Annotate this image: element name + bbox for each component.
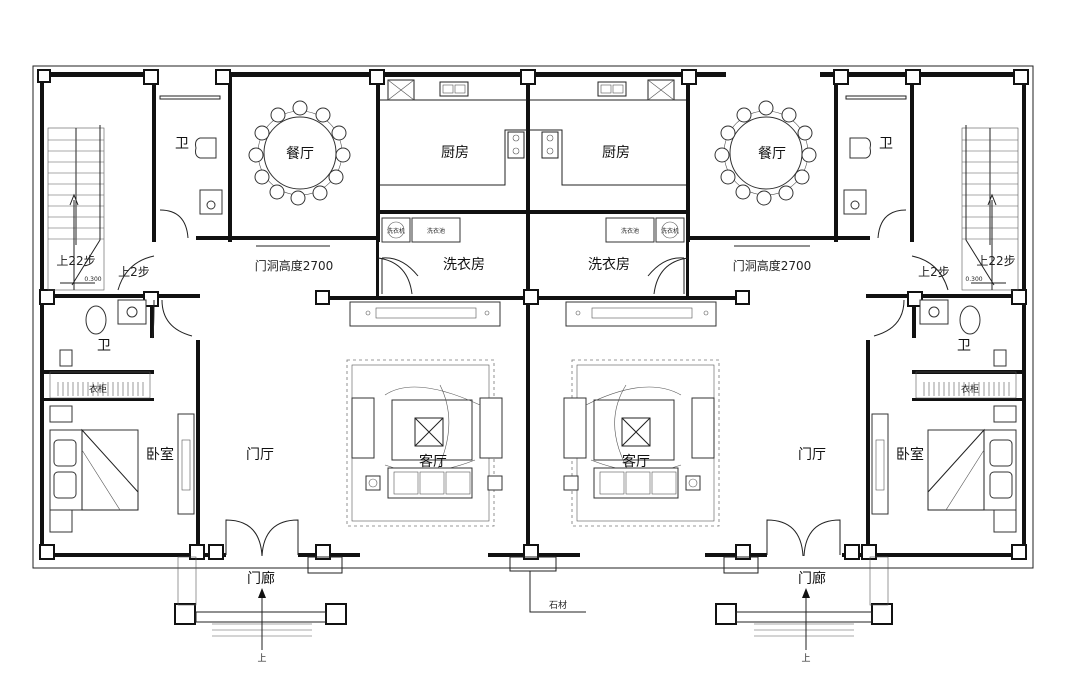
tv-cabinets: [349, 301, 717, 327]
interior-walls: [40, 77, 1026, 555]
label-washer-right: 洗衣机: [661, 227, 679, 235]
label-bath-top-right: 卫: [879, 136, 893, 152]
note-door-height-left: 门洞高度2700: [255, 258, 334, 273]
bath-mid-left: [59, 299, 155, 367]
label-dining-left: 餐厅: [286, 146, 314, 162]
bath-top-left: [159, 95, 223, 239]
label-bath-mid-left: 卫: [97, 338, 111, 354]
stone-step-center: [509, 556, 586, 613]
label-bath-top-left: 卫: [175, 136, 189, 152]
label-wardrobe-right: 衣柜: [961, 383, 979, 395]
note-stairs-22-left: 上22步: [56, 254, 95, 268]
note-stairs-2-right: 上2步: [918, 265, 950, 279]
label-wardrobe-left: 衣柜: [89, 383, 107, 395]
note-stairs-22-right: 上22步: [976, 254, 1015, 268]
note-step-dim-right: 0.300: [965, 276, 982, 283]
label-kitchen-left: 厨房: [441, 145, 469, 161]
kitchen-left-counter: [380, 79, 527, 186]
dining-table-left: [248, 100, 351, 206]
stair-right: [961, 125, 1019, 291]
note-door-height-right: 门洞高度2700: [733, 258, 812, 273]
bath-top-right: [843, 95, 907, 239]
bedroom-right: [871, 371, 1017, 533]
label-foyer-right: 门厅: [798, 447, 826, 463]
stair-left: [47, 125, 105, 291]
label-foyer-left: 门厅: [246, 447, 274, 463]
dining-table-right: [714, 100, 817, 206]
columns: [37, 69, 1029, 625]
label-living-left: 客厅: [419, 453, 447, 470]
living-left-furniture: [346, 359, 503, 527]
label-dining-right: 餐厅: [758, 146, 786, 162]
living-right-furniture: [563, 359, 720, 527]
note-up-right: 上: [801, 653, 810, 664]
porch-left: [177, 556, 343, 650]
label-porch-left: 门廊: [247, 570, 275, 587]
bedroom-left: [49, 371, 195, 533]
label-laundry-left: 洗衣房: [443, 257, 485, 273]
kitchen-right-counter: [530, 79, 686, 186]
note-stairs-2-left: 上2步: [118, 265, 150, 279]
label-washer-left: 洗衣机: [387, 227, 405, 235]
label-sink-right: 洗衣池: [621, 227, 639, 235]
doors: [117, 255, 949, 557]
label-porch-right: 门廊: [798, 570, 826, 587]
bath-mid-right: [919, 299, 1007, 367]
porch-right: [723, 556, 889, 650]
note-step-dim-left: 0.300: [84, 276, 101, 283]
laundry-left: [381, 217, 461, 294]
labels: 卫 卫 卫 卫 餐厅 餐厅 厨房 厨房 洗衣房 洗衣房 客厅 客厅 门厅 门厅 …: [56, 136, 1015, 664]
note-stone: 石材: [549, 599, 567, 611]
label-laundry-right: 洗衣房: [588, 257, 630, 273]
label-kitchen-right: 厨房: [602, 145, 630, 161]
outer-border: [32, 65, 1034, 569]
label-sink-left: 洗衣池: [427, 227, 445, 235]
label-bedroom-left: 卧室: [146, 446, 174, 463]
label-bedroom-right: 卧室: [896, 446, 924, 463]
label-bath-mid-right: 卫: [957, 338, 971, 354]
laundry-right: [605, 217, 685, 294]
note-up-left: 上: [257, 653, 266, 664]
label-living-right: 客厅: [622, 453, 650, 470]
